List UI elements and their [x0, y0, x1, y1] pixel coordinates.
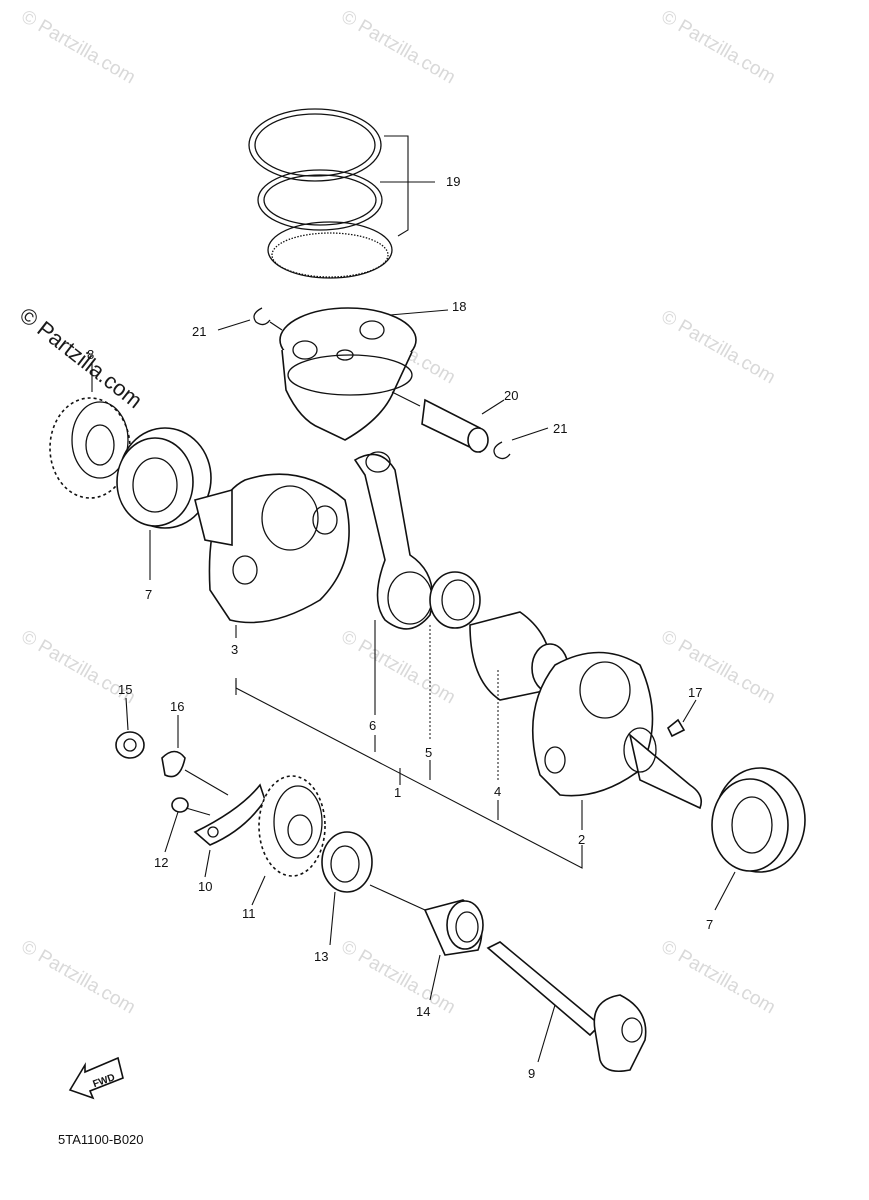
- lock-washer[interactable]: [161, 715, 229, 796]
- catalog-code: 5TA1100-B020: [58, 1132, 144, 1147]
- callout-label: 3: [231, 642, 238, 657]
- balancer-needle-bearing[interactable]: [423, 899, 484, 1001]
- callout-label: 21: [553, 421, 567, 436]
- connecting-rod[interactable]: [353, 451, 434, 630]
- callout-label: 11: [242, 906, 256, 921]
- balancer-shaft[interactable]: [486, 941, 647, 1073]
- balancer-drive-gear[interactable]: [251, 775, 326, 906]
- watermark: © Partzilla.com: [658, 936, 779, 1018]
- watermark: © Partzilla.com: [658, 306, 779, 388]
- callout-label: 13: [314, 949, 328, 964]
- callout-label: 10: [198, 879, 212, 894]
- callout-label: 1: [394, 785, 401, 800]
- callout-label: 7: [706, 917, 713, 932]
- piston-rings[interactable]: [248, 108, 435, 279]
- callout-label: 20: [504, 388, 518, 403]
- watermark: © Partzilla.com: [18, 936, 139, 1018]
- balancer-bearing[interactable]: [321, 831, 426, 946]
- forward-direction-arrow: FWD: [68, 1056, 124, 1100]
- callout-label: 4: [494, 784, 501, 799]
- callout-label: 8: [87, 347, 94, 362]
- piston[interactable]: [279, 307, 449, 441]
- watermark: © Partzilla.com: [338, 6, 459, 88]
- callout-label: 21: [192, 324, 206, 339]
- crank-right[interactable]: [531, 651, 703, 816]
- callout-label: 12: [154, 855, 168, 870]
- callout-label: 16: [170, 699, 184, 714]
- nut[interactable]: [115, 697, 145, 759]
- bolt[interactable]: [164, 797, 211, 853]
- callout-label: 17: [688, 685, 702, 700]
- callout-label: 6: [369, 718, 376, 733]
- callout-label: 15: [118, 682, 132, 697]
- piston-pin-clip-upper[interactable]: [217, 307, 283, 331]
- piston-pin[interactable]: [391, 391, 505, 453]
- callout-label: 19: [446, 174, 460, 189]
- assembly-leader-lines: [235, 620, 583, 869]
- crank-pin-bearing[interactable]: [429, 571, 481, 629]
- watermark: © Partzilla.com: [18, 6, 139, 88]
- watermark: © Partzilla.com: [338, 626, 459, 708]
- woodruff-key[interactable]: [666, 699, 697, 738]
- callout-label: 7: [145, 587, 152, 602]
- crank-bearing-right[interactable]: [711, 767, 806, 911]
- watermark: © Partzilla.com: [658, 626, 779, 708]
- primary-drive-gear[interactable]: [49, 362, 131, 499]
- watermark-dark: © Partzilla.com: [15, 302, 147, 413]
- piston-pin-clip-lower[interactable]: [493, 427, 549, 460]
- callout-label: 2: [578, 832, 585, 847]
- callout-label: 18: [452, 299, 466, 314]
- watermark: © Partzilla.com: [658, 6, 779, 88]
- callout-label: 14: [416, 1004, 430, 1019]
- balancer-weight-plate[interactable]: [193, 783, 266, 878]
- watermark: © Partzilla.com: [338, 936, 459, 1018]
- callout-label: 5: [425, 745, 432, 760]
- crank-bearing-left[interactable]: [116, 427, 212, 580]
- crank-left[interactable]: [194, 473, 350, 638]
- callout-label: 9: [528, 1066, 535, 1081]
